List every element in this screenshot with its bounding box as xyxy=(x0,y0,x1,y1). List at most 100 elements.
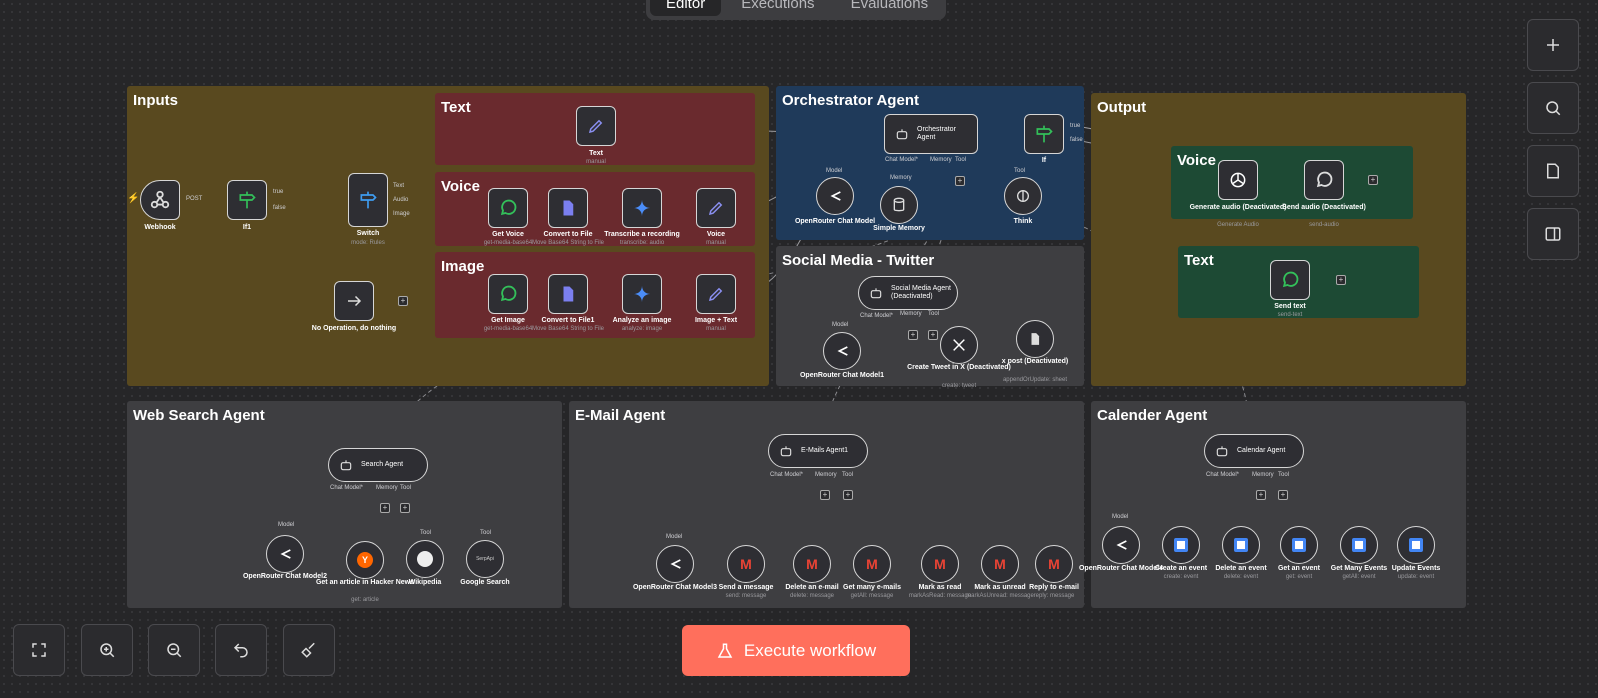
google-search-node[interactable]: SerpApi xyxy=(466,540,504,578)
tab-evaluations[interactable]: Evaluations xyxy=(850,0,929,12)
note-icon xyxy=(1547,163,1559,179)
node-label: OpenRouter Chat Model xyxy=(794,218,876,225)
pencil-icon xyxy=(708,287,723,302)
execute-workflow-button[interactable]: Execute workflow xyxy=(682,625,910,676)
openrouter-chat4-node[interactable] xyxy=(1102,526,1140,564)
tidy-up-button[interactable] xyxy=(283,624,335,676)
zoom-out-button[interactable] xyxy=(148,624,200,676)
port-tool: Tool xyxy=(480,530,492,536)
agent-label: E-Mails Agent1 xyxy=(801,446,849,454)
zoom-in-button[interactable] xyxy=(81,624,133,676)
email-agent-node[interactable]: E-Mails Agent1 xyxy=(768,434,868,468)
node-label: OpenRouter Chat Model4 xyxy=(1078,565,1163,572)
calendar-agent-node[interactable]: Calendar Agent xyxy=(1204,434,1304,468)
convert-file-node[interactable] xyxy=(548,188,588,228)
switch-icon xyxy=(360,191,377,209)
transcribe-node[interactable] xyxy=(622,188,662,228)
node-label: Switch xyxy=(356,230,380,237)
openrouter-chat-node[interactable] xyxy=(816,177,854,215)
group-orchestrator[interactable]: Orchestrator Agent xyxy=(776,86,1084,240)
toggle-panel-button[interactable] xyxy=(1527,208,1579,260)
create-tweet-node[interactable] xyxy=(940,326,978,364)
tab-editor[interactable]: Editor xyxy=(650,0,722,16)
group-title: Orchestrator Agent xyxy=(782,92,919,109)
webhook-node[interactable] xyxy=(140,180,180,220)
add-node-button[interactable]: + xyxy=(398,296,408,306)
search-button[interactable] xyxy=(1527,82,1579,134)
add-node-button[interactable]: + xyxy=(1336,275,1346,285)
group-output[interactable]: Output xyxy=(1091,93,1466,386)
x-post-node[interactable] xyxy=(1016,320,1054,358)
if-node[interactable] xyxy=(1024,114,1064,154)
many-events-node[interactable] xyxy=(1340,526,1378,564)
node-subtitle: markAsUnread: message xyxy=(966,593,1034,599)
pencil-icon xyxy=(588,119,603,134)
webhook-icon xyxy=(150,190,170,209)
port-chat-model: Chat Model* xyxy=(770,472,804,478)
add-tool-button[interactable]: + xyxy=(928,330,938,340)
port-model: Model xyxy=(666,534,683,540)
simple-memory-node[interactable] xyxy=(880,186,918,224)
send-audio-node[interactable] xyxy=(1304,160,1344,200)
add-tool-button[interactable]: + xyxy=(843,490,853,500)
mark-unread-node[interactable]: M xyxy=(981,545,1019,583)
openrouter-chat1-node[interactable] xyxy=(823,332,861,370)
analyze-image-node[interactable] xyxy=(622,274,662,314)
get-voice-node[interactable] xyxy=(488,188,528,228)
node-subtitle: create: tweet xyxy=(941,383,977,389)
hacker-news-node[interactable]: Y xyxy=(346,541,384,579)
generate-audio-node[interactable] xyxy=(1218,160,1258,200)
add-memory-button[interactable]: + xyxy=(1256,490,1266,500)
image-text-node[interactable] xyxy=(696,274,736,314)
port-memory: Memory xyxy=(890,175,912,181)
execute-label: Execute workflow xyxy=(743,640,877,660)
openrouter-chat2-node[interactable] xyxy=(266,535,304,573)
delete-email-node[interactable]: M xyxy=(793,545,831,583)
switch-node[interactable] xyxy=(348,173,388,227)
fit-view-button[interactable] xyxy=(13,624,65,676)
port-memory: Memory xyxy=(930,157,952,163)
get-image-node[interactable] xyxy=(488,274,528,314)
add-memory-button[interactable]: + xyxy=(908,330,918,340)
if1-node[interactable] xyxy=(227,180,267,220)
undo-button[interactable] xyxy=(215,624,267,676)
sticky-note-button[interactable] xyxy=(1527,145,1579,197)
add-node-panel-button[interactable] xyxy=(1527,19,1579,71)
group-title: Voice xyxy=(441,178,480,195)
wikipedia-node[interactable] xyxy=(406,540,444,578)
get-emails-node[interactable]: M xyxy=(853,545,891,583)
node-subtitle: create: event xyxy=(1163,574,1199,580)
node-label: Create an event xyxy=(1154,565,1208,572)
send-text-node[interactable] xyxy=(1270,260,1310,300)
get-event-node[interactable] xyxy=(1280,526,1318,564)
chat-bubble-icon xyxy=(1316,171,1333,188)
noop-node[interactable] xyxy=(334,281,374,321)
node-subtitle: manual xyxy=(706,326,726,332)
node-label: Send text xyxy=(1274,303,1306,310)
tab-executions[interactable]: Executions xyxy=(741,0,815,12)
search-agent-node[interactable]: Search Agent xyxy=(328,448,428,482)
add-node-button[interactable]: + xyxy=(1368,175,1378,185)
add-tool-button[interactable]: + xyxy=(400,503,410,513)
think-node[interactable] xyxy=(1004,177,1042,215)
gmail-icon: M xyxy=(1048,556,1060,572)
text-node[interactable] xyxy=(576,106,616,146)
openrouter-chat3-node[interactable] xyxy=(656,545,694,583)
update-events-node[interactable] xyxy=(1397,526,1435,564)
reply-email-node[interactable]: M xyxy=(1035,545,1073,583)
node-label: Voice xyxy=(706,231,726,238)
node-label: Mark as read xyxy=(918,584,962,591)
port-tool: Tool xyxy=(955,157,967,163)
send-message-node[interactable]: M xyxy=(727,545,765,583)
add-memory-button[interactable]: + xyxy=(380,503,390,513)
add-memory-button[interactable]: + xyxy=(820,490,830,500)
add-tool-button[interactable]: + xyxy=(955,176,965,186)
mark-read-node[interactable]: M xyxy=(921,545,959,583)
delete-event-node[interactable] xyxy=(1222,526,1260,564)
convert-file1-node[interactable] xyxy=(548,274,588,314)
voice-node[interactable] xyxy=(696,188,736,228)
add-tool-button[interactable]: + xyxy=(1278,490,1288,500)
create-event-node[interactable] xyxy=(1162,526,1200,564)
social-media-agent-node[interactable]: Social Media Agent(Deactivated) xyxy=(858,276,958,310)
